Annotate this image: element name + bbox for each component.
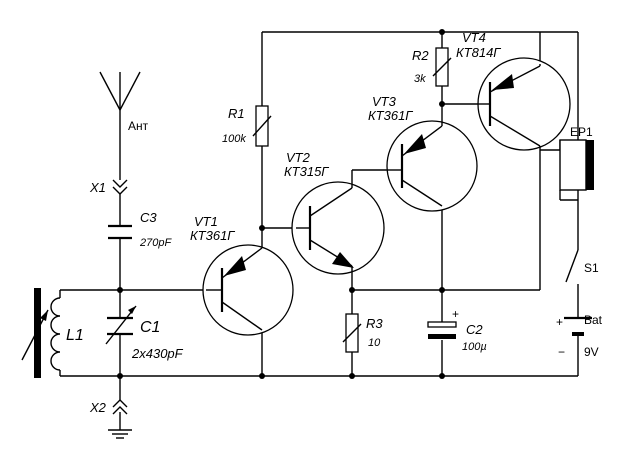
r3-value: 10 xyxy=(368,337,381,349)
r1-ref: R1 xyxy=(228,106,245,121)
inductor-l1 xyxy=(50,290,61,376)
c3-value: 270pF xyxy=(139,237,172,249)
battery-bat xyxy=(564,316,592,376)
ep1-ref: EP1 xyxy=(570,125,593,139)
r1-value: 100k xyxy=(222,133,246,145)
transistor-vt1 xyxy=(202,244,294,336)
switch-s1 xyxy=(565,230,579,318)
c2-plus: + xyxy=(452,307,459,321)
connector-x2-label: X2 xyxy=(89,400,107,415)
c2-value: 100µ xyxy=(462,341,487,353)
bat-plus: + xyxy=(556,315,563,329)
connector-x2-symbol xyxy=(112,399,128,415)
r3-ref: R3 xyxy=(366,316,383,331)
vt2-ref: VT2 xyxy=(286,150,311,165)
r2-ref: R2 xyxy=(412,48,429,63)
junction-dots xyxy=(117,29,445,379)
s1-ref: S1 xyxy=(584,261,599,275)
bat-ref: Bat xyxy=(584,313,603,327)
transistor-vt4 xyxy=(477,57,571,151)
l1-ref: L1 xyxy=(66,327,84,344)
vt4-ref: VT4 xyxy=(462,30,486,45)
resistor-r3 xyxy=(342,313,362,353)
bat-minus: − xyxy=(558,345,565,359)
ground-symbol xyxy=(108,429,132,439)
c2-ref: C2 xyxy=(466,322,483,337)
bat-value: 9V xyxy=(584,345,599,359)
transistor-vt2 xyxy=(291,170,385,275)
ferrite-rod xyxy=(21,288,49,378)
r2-value: 3k xyxy=(414,73,426,85)
connector-x1-symbol xyxy=(112,179,128,195)
resistor-r2 xyxy=(432,47,452,87)
c1-value: 2x430pF xyxy=(131,346,184,361)
vt4-part: КТ814Г xyxy=(456,45,501,60)
vt3-part: КТ361Г xyxy=(368,108,413,123)
c1-ref: C1 xyxy=(140,319,160,336)
capacitor-c1 xyxy=(105,305,137,345)
resistor-r1 xyxy=(252,105,272,147)
vt2-part: КТ315Г xyxy=(284,164,329,179)
capacitor-c2 xyxy=(427,321,457,339)
connector-x1-label: X1 xyxy=(89,180,106,195)
antenna-symbol xyxy=(99,71,141,111)
antenna-label: Ант xyxy=(128,119,149,133)
c3-ref: C3 xyxy=(140,210,157,225)
vt3-ref: VT3 xyxy=(372,94,397,109)
vt1-part: КТ361Г xyxy=(190,228,235,243)
earphone-ep1 xyxy=(559,139,594,201)
capacitor-c3 xyxy=(108,224,132,240)
vt1-ref: VT1 xyxy=(194,214,218,229)
transistor-vt3 xyxy=(386,120,478,212)
